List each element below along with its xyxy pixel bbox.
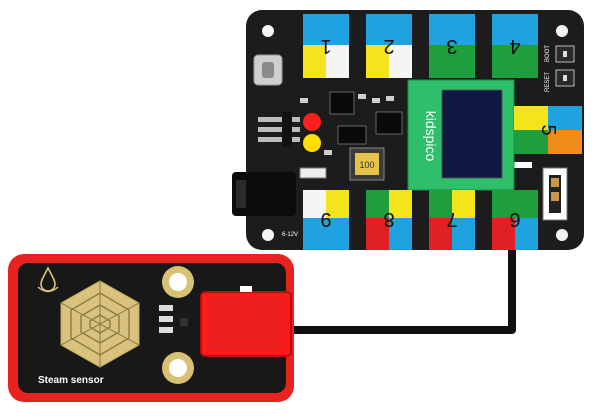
port-label: 2 [383,35,394,57]
steam-sensor-module: Steam sensor [8,254,294,402]
reset-button[interactable] [555,69,575,87]
port-label: 1 [320,35,331,57]
display-module: kidspico [407,79,515,191]
port-1[interactable]: 1 [303,14,349,78]
brand-label: kidspico [423,111,439,162]
port-label: 9 [320,208,331,230]
mount-hole [262,229,274,241]
port-label: 5 [537,124,559,135]
mount-hole [556,25,568,37]
dc-power-jack [232,172,296,216]
smd-resistor [159,316,173,322]
port-3[interactable]: 3 [429,14,475,78]
connection-cable [293,245,516,334]
mount-hole [262,25,274,37]
port-label: 3 [446,35,457,57]
sensor-label: Steam sensor [38,375,104,386]
power-switch[interactable] [542,167,568,221]
red-led [303,113,321,131]
sensor-connector[interactable] [200,291,292,357]
port-2[interactable]: 2 [366,14,412,78]
port-label: 4 [509,35,520,57]
smd-resistor [159,327,173,333]
reset-label: RESET [545,72,551,92]
port-4[interactable]: 4 [492,14,538,78]
port-9[interactable]: 9 [303,190,349,250]
header-pins [258,112,300,147]
smd-resistor [159,305,173,311]
chip [329,91,355,115]
port-6[interactable]: 6 [492,190,538,250]
voltage-label: 6-12V [282,232,298,238]
mount-hole [556,229,568,241]
oled-screen [441,89,503,179]
boot-label: BOOT [545,45,551,62]
sensing-pad [60,280,140,368]
boot-button[interactable] [555,45,575,63]
port-label: 8 [383,208,394,230]
chip [375,111,403,135]
chip [337,125,367,145]
port-8[interactable]: 8 [366,190,412,250]
port-5[interactable]: 5 [514,106,582,154]
controller-board: 100 6-12V RESET BOOT kidspico [232,10,584,250]
yellow-led [303,134,321,152]
port-label: 6 [509,208,520,230]
port-7[interactable]: 7 [429,190,475,250]
inductor-label: 100 [359,160,374,170]
port-label: 7 [446,208,457,230]
water-drop-icon [37,266,59,293]
